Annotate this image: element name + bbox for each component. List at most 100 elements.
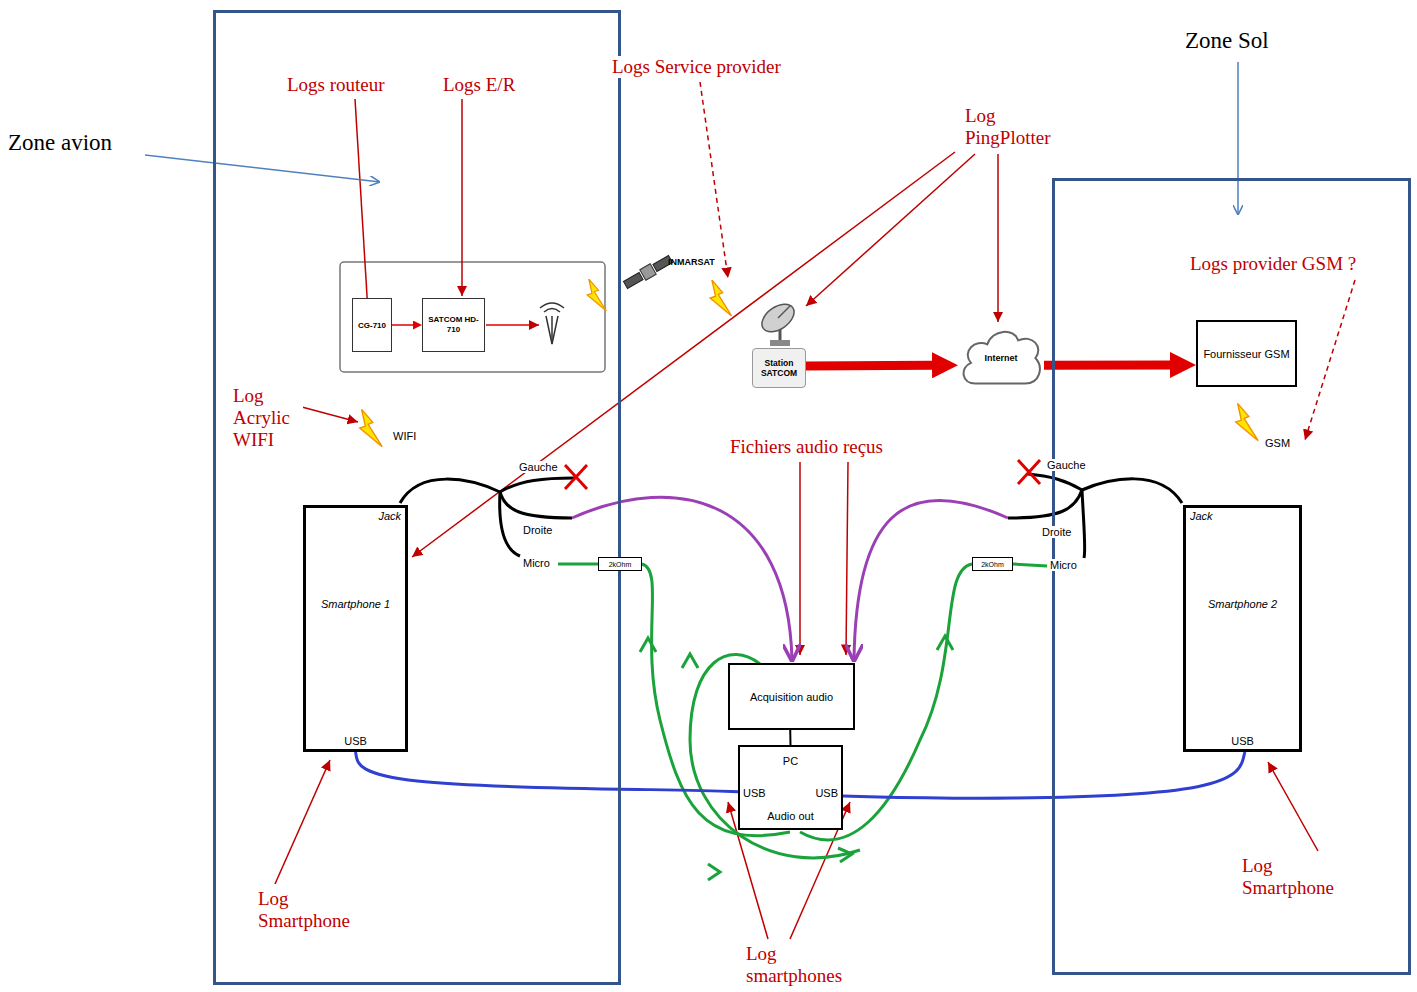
audio-out-wire	[690, 654, 860, 857]
link-line	[789, 730, 791, 745]
leader-arrow	[272, 82, 1355, 939]
radio-link	[710, 280, 732, 316]
resistor-symbol: 2kOhm	[972, 557, 1013, 571]
satellite-icon	[623, 273, 643, 289]
audio-out-wire	[708, 864, 720, 880]
radio-link	[360, 409, 382, 446]
node-label: 2kOhm	[981, 561, 1004, 568]
node-label: Smartphone 2	[1186, 598, 1299, 610]
satcom-box: SATCOM HD-710	[422, 298, 485, 352]
leader-arrow	[461, 99, 463, 296]
leader-arrow	[799, 462, 801, 655]
node-label: Audio out	[740, 810, 841, 822]
port-label: Jack	[1190, 510, 1213, 522]
audio-in-wire	[854, 500, 1008, 660]
jack-cable	[500, 492, 520, 556]
audio-out-wire	[838, 848, 852, 862]
wire-label: Droite	[1042, 526, 1071, 538]
wire-label: Gauche	[519, 461, 558, 473]
data-flow-arrow	[1044, 360, 1170, 369]
log-annotation: Fichiers audio reçus	[730, 436, 883, 458]
dish-icon	[757, 299, 799, 346]
log-annotation: Log smartphones	[746, 943, 866, 987]
node-label: Zone Sol	[1185, 28, 1269, 54]
node-label: Station SATCOM	[753, 358, 805, 378]
internet-cloud: Internet	[958, 318, 1044, 398]
signal-arrow	[486, 324, 539, 326]
node-label: Smartphone 1	[306, 598, 405, 610]
computer-box: PC USB USB Audio out	[738, 745, 843, 830]
leader-arrow	[1305, 280, 1355, 440]
provider-box: Fournisseur GSM	[1196, 320, 1297, 387]
resistor-symbol: 2kOhm	[598, 557, 642, 571]
data-flow-arrow	[806, 361, 932, 371]
node-label: Fournisseur GSM	[1203, 348, 1289, 360]
audio-out-wire	[1013, 564, 1047, 566]
leader-arrow	[700, 82, 728, 278]
jack-cable	[500, 478, 574, 492]
cut-mark	[1018, 460, 1040, 484]
dish-icon	[778, 306, 790, 318]
log-annotation: Logs E/R	[443, 74, 515, 96]
audio-out-wire	[558, 563, 598, 566]
zone-pointer	[145, 155, 380, 182]
jack-cable	[500, 492, 572, 518]
node-label: USB	[306, 735, 405, 747]
leader-arrow	[355, 99, 368, 312]
audio-out-wire	[640, 638, 656, 652]
leader-arrow	[846, 462, 848, 655]
node-label: USB	[743, 787, 766, 799]
zone-pointer	[1237, 62, 1239, 215]
log-annotation: Log Smartphone	[258, 888, 368, 932]
station-box: Station SATCOM	[752, 348, 806, 388]
zone-region: Zone SolFournisseur GSMJackSmartphone 2U…	[1052, 178, 1411, 975]
port-label: PC	[740, 755, 841, 767]
node-label: Zone avion	[8, 130, 112, 156]
router-box: CG-710	[352, 298, 392, 352]
leader-arrow	[412, 152, 955, 557]
wire-label: GSM	[1265, 437, 1290, 449]
antenna-icon	[544, 309, 560, 313]
node-label: Acquisition audio	[750, 691, 833, 703]
log-annotation: Logs routeur	[287, 74, 385, 96]
log-annotation: Logs Service provider	[612, 56, 781, 78]
cut-mark	[565, 465, 587, 489]
antenna-icon	[551, 316, 553, 344]
log-annotation: Log Smartphone	[1242, 855, 1352, 899]
smartphone-box: JackSmartphone 2 USB	[1183, 505, 1302, 752]
equipment-rack	[340, 262, 605, 372]
audio-in-wire	[572, 497, 1008, 660]
antenna-icon	[546, 316, 558, 344]
node-label: USB	[1186, 735, 1299, 747]
node-label: CG-710	[358, 321, 386, 330]
process-box: Acquisition audio	[728, 663, 855, 730]
leader-arrow	[997, 154, 999, 322]
wire-label: WIFI	[393, 430, 416, 442]
audio-out-wire	[558, 564, 1047, 880]
jack-cable	[1028, 474, 1082, 490]
antenna-icon	[540, 303, 564, 344]
smartphone-box: JackSmartphone 1USB	[303, 505, 408, 752]
log-annotation: Log PingPlotter	[965, 105, 1065, 149]
node-label: SATCOM HD-710	[423, 315, 484, 334]
usb-cable	[843, 752, 1245, 798]
cloud-outline	[964, 332, 1040, 384]
jack-cable	[1082, 490, 1085, 558]
antenna-icon	[540, 303, 564, 308]
jack-cable	[1008, 490, 1082, 518]
jack-cable	[400, 479, 500, 503]
signal-arrow	[392, 324, 413, 326]
log-annotation: Log Acrylic WIFI	[233, 385, 303, 451]
node-label: USB	[815, 787, 838, 799]
node-label: Internet	[984, 353, 1017, 363]
log-annotation: Logs provider GSM ?	[1190, 253, 1356, 275]
dish-icon	[757, 299, 799, 338]
usb-cable	[356, 752, 739, 792]
zone-pointer	[145, 62, 1238, 215]
leader-arrow	[806, 154, 975, 306]
radio-link	[587, 279, 606, 311]
radio-link	[1236, 403, 1258, 440]
cut-mark	[565, 460, 1040, 489]
cut-mark	[565, 465, 587, 489]
leader-arrow	[275, 760, 330, 884]
